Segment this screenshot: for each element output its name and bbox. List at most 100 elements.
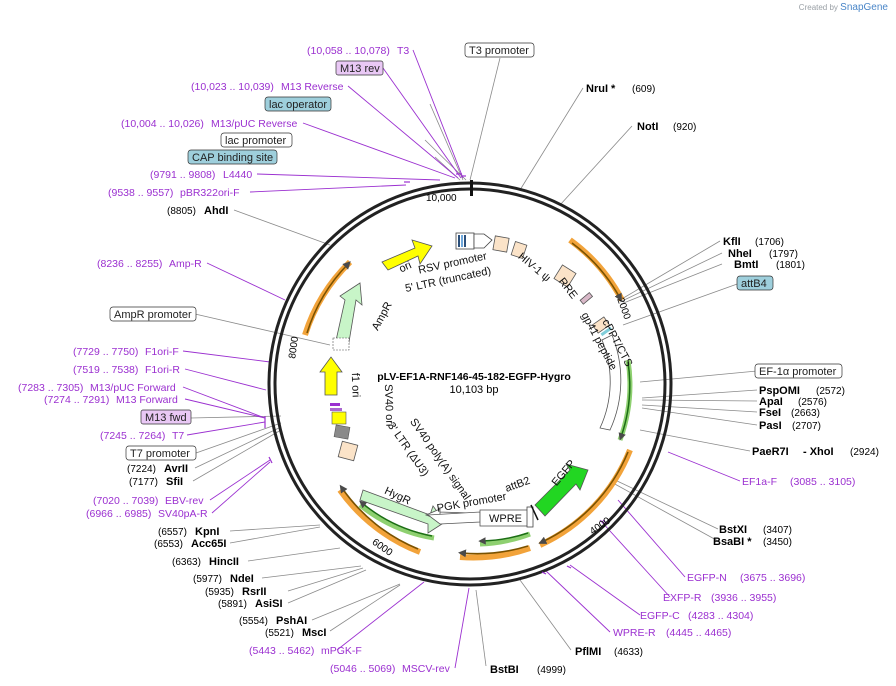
primer-leaders [182, 49, 741, 669]
primer-m13puc-reverse-range: (10,004 .. 10,026) [121, 118, 204, 130]
primer-sv40pa-r: SV40pA-R [158, 508, 208, 520]
primer-f1ori-f-range: (7729 .. 7750) [73, 346, 138, 358]
primer-t3-range: (10,058 .. 10,078) [307, 45, 390, 57]
enzyme-sfii: SfiI [166, 476, 183, 488]
svg-text:lac promoter: lac promoter [225, 135, 286, 147]
enzyme-noti-pos: (920) [673, 122, 696, 133]
primer-mpgk-f: mPGK-F [321, 645, 362, 657]
svg-text:M13 rev: M13 rev [340, 63, 380, 75]
svg-text:T3 promoter: T3 promoter [469, 45, 529, 57]
feature-rre: RRE [556, 276, 580, 302]
primer-m13puc-forward-range: (7283 .. 7305) [18, 382, 83, 394]
enzyme-hincii-pos: (6363) [172, 557, 201, 568]
primer-egfp-n-range: (3675 .. 3696) [740, 572, 805, 584]
primer-f1ori-r-range: (7519 .. 7538) [73, 364, 138, 376]
primer-pbr322ori-f-range: (9538 .. 9557) [108, 187, 173, 199]
enzyme-bstxi: BstXI [719, 524, 747, 536]
enzyme-avrii-pos: (7224) [127, 464, 156, 475]
primer-egfp-c: EGFP-C [640, 610, 680, 622]
enzyme-ndei-pos: (5977) [193, 574, 222, 585]
primer-ef1a-f: EF1a-F [742, 476, 777, 488]
enzyme-ahdi-pos: (8805) [167, 206, 196, 217]
enzyme-noti: NotI [637, 121, 658, 133]
enzyme-paer7i-pos: (2924) [850, 447, 879, 458]
enzyme-apai: ApaI [759, 396, 783, 408]
primer-amp-r: Amp-R [169, 258, 202, 270]
primer-wpre-r-range: (4445 .. 4465) [666, 627, 731, 639]
primer-egfp-c-range: (4283 .. 4304) [688, 610, 753, 622]
primer-m13puc-reverse: M13/pUC Reverse [211, 118, 298, 130]
primer-t7-range: (7245 .. 7264) [100, 430, 165, 442]
tick-8000: 8000 [287, 335, 301, 359]
enzyme-rsrii: RsrII [242, 586, 266, 598]
svg-text:T7 promoter: T7 promoter [130, 448, 190, 460]
boxed-label-lac-operator: lac operator [264, 96, 332, 112]
primer-exfp-r: EXFP-R [663, 592, 702, 604]
orf-arrows [306, 242, 629, 558]
boxed-label-t7-promoter: T7 promoter [125, 445, 197, 461]
feature-wpre: WPRE [489, 513, 522, 525]
enzyme-apai-pos: (2576) [798, 397, 827, 408]
enzyme-ahdi: AhdI [204, 205, 228, 217]
feature-ori: ori [397, 259, 413, 275]
enzyme-nrui-pos: (609) [632, 84, 655, 95]
boxed-label-m13-fwd: M13 fwd [140, 409, 192, 425]
primer-pbr322ori-f: pBR322ori-F [180, 187, 240, 199]
primer-l4440: L4440 [223, 169, 252, 181]
snapgene-brand: Created by SnapGene [798, 2, 888, 13]
primer-t3: T3 [397, 45, 409, 57]
boxed-label-ef1a-promoter: EF-1α promoter [754, 363, 843, 379]
boxed-label-cap-binding-site: CAP binding site [187, 149, 278, 165]
enzyme-bmti: BmtI [734, 259, 758, 271]
boxed-label-attb4: attB4 [736, 275, 774, 291]
primer-exfp-r-range: (3936 .. 3955) [711, 592, 776, 604]
tick-2000: 2000 [614, 296, 632, 321]
svg-text:M13 fwd: M13 fwd [145, 412, 187, 424]
enzyme-fsei: FseI [759, 407, 781, 419]
enzyme-fsei-pos: (2663) [791, 408, 820, 419]
enzyme-bsabi: BsaBI * [713, 536, 752, 548]
primer-mpgk-f-range: (5443 .. 5462) [249, 645, 314, 657]
enzyme-xhoi: - XhoI [803, 446, 834, 458]
origin-marker [470, 180, 473, 196]
primer-sv40pa-r-range: (6966 .. 6985) [86, 508, 151, 520]
primer-m13-forward-range: (7274 .. 7291) [44, 394, 109, 406]
enzyme-bstxi-pos: (3407) [763, 525, 792, 536]
primer-ebv-rev: EBV-rev [165, 495, 204, 507]
primer-egfp-n: EGFP-N [687, 572, 727, 584]
boxed-label-lac-promoter: lac promoter [220, 132, 293, 148]
plasmid-name: pLV-EF1A-RNF146-45-182-EGFP-Hygro [377, 371, 571, 383]
enzyme-avrii: AvrII [164, 463, 188, 475]
primer-t7: T7 [172, 430, 184, 442]
feature-glyphs [319, 232, 622, 534]
enzyme-nhei-pos: (1797) [769, 249, 798, 260]
enzyme-nrui: NruI * [586, 83, 616, 95]
primer-f1ori-f: F1ori-F [145, 346, 179, 358]
feature-attb2: attB2 [504, 475, 532, 495]
feature-f1-ori: f1 ori [349, 373, 362, 398]
enzyme-nhei: NheI [728, 248, 752, 260]
enzyme-pspomi: PspOMI [759, 385, 800, 397]
enzyme-acc65i-pos: (6553) [154, 539, 183, 550]
primer-mscv-rev: MSCV-rev [402, 663, 451, 675]
primer-m13-reverse-range: (10,023 .. 10,039) [191, 81, 274, 93]
primer-wpre-r: WPRE-R [613, 627, 656, 639]
enzyme-pshai: PshAI [276, 615, 307, 627]
svg-text:lac operator: lac operator [269, 99, 327, 111]
primer-amp-r-range: (8236 .. 8255) [97, 258, 162, 270]
enzyme-bstbi: BstBI [490, 664, 519, 676]
enzyme-bmti-pos: (1801) [776, 260, 805, 271]
primer-mscv-rev-range: (5046 .. 5069) [330, 663, 395, 675]
enzyme-hincii: HincII [209, 556, 239, 568]
green-orf-arrows [359, 361, 631, 545]
primer-l4440-range: (9791 .. 9808) [150, 169, 215, 181]
svg-text:AmpR promoter: AmpR promoter [114, 309, 192, 321]
enzyme-rsrii-pos: (5935) [205, 587, 234, 598]
enzyme-kfli-pos: (1706) [755, 237, 784, 248]
feature-hiv-psi: HIV-1 ψ [516, 251, 553, 285]
enzyme-pshai-pos: (5554) [239, 616, 268, 627]
leader-lines [190, 57, 758, 667]
enzyme-acc65i: Acc65I [191, 538, 226, 550]
enzyme-kpni-pos: (6557) [158, 527, 187, 538]
